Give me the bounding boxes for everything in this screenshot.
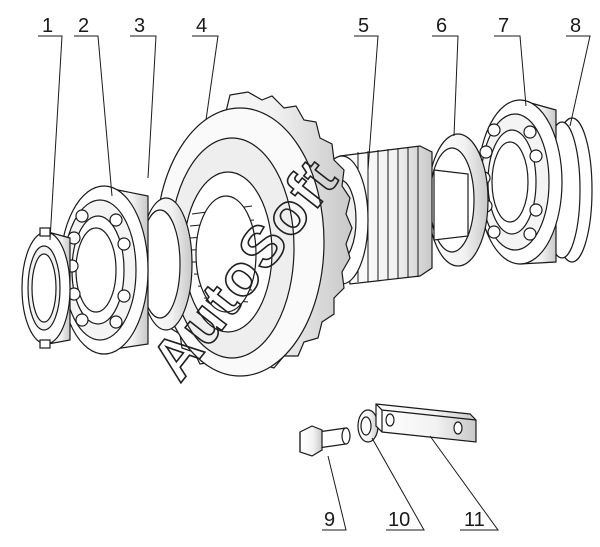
callout-6: 6 xyxy=(436,15,447,37)
part-4-large-gear xyxy=(153,91,353,377)
part-10-washer xyxy=(357,409,379,443)
callout-10: 10 xyxy=(388,509,410,531)
callout-1: 1 xyxy=(42,15,53,37)
callout-9: 9 xyxy=(324,509,335,531)
part-6-spacer-ring xyxy=(427,133,489,267)
callout-11: 11 xyxy=(464,509,485,531)
callout-labels: 1 2 3 4 5 6 7 8 9 10 11 xyxy=(42,15,581,531)
part-1-slotted-nut xyxy=(21,227,71,349)
callout-4: 4 xyxy=(196,15,207,37)
part-7-bearing-right xyxy=(477,99,563,265)
callout-5: 5 xyxy=(358,15,369,37)
callout-3: 3 xyxy=(134,15,145,37)
part-2-bearing-left xyxy=(59,185,149,355)
callout-2: 2 xyxy=(78,15,89,37)
part-11-lock-plate xyxy=(375,403,477,443)
part-9-bolt xyxy=(299,425,351,457)
leader-lines xyxy=(38,35,591,531)
callout-8: 8 xyxy=(570,15,581,37)
callout-7: 7 xyxy=(498,15,509,37)
